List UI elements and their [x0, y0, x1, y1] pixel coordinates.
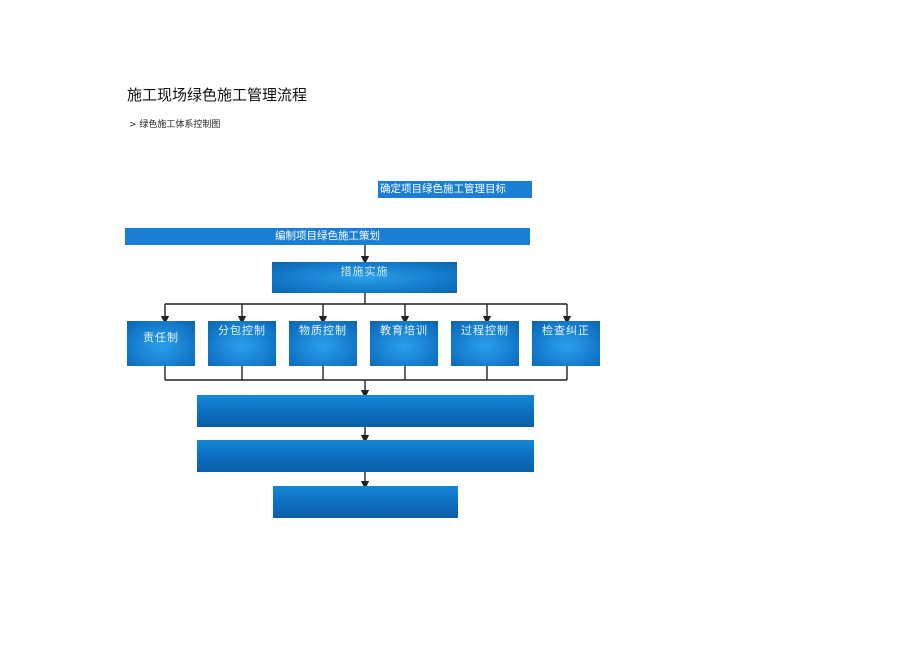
measure-box-3: 物质控制	[289, 321, 357, 366]
flow-step-box-2	[197, 440, 534, 472]
page-title: 施工现场绿色施工管理流程	[127, 86, 308, 104]
flow-step-box-3	[273, 486, 458, 518]
measure-box-6: 检查纠正	[532, 321, 600, 366]
measure-label-3: 物质控制	[299, 324, 347, 337]
measure-label-6: 检查纠正	[542, 324, 590, 337]
implement-label: 措施实施	[340, 265, 389, 278]
measure-label-5: 过程控制	[461, 324, 509, 337]
goal-box: 确定项目绿色施工管理目标	[378, 181, 532, 198]
plan-label: 编制项目绿色施工策划	[275, 230, 380, 242]
implement-box: 措施实施	[272, 262, 457, 293]
measure-box-4: 教育培训	[370, 321, 438, 366]
measure-label-2: 分包控制	[218, 324, 266, 337]
measure-box-1: 责任制	[127, 321, 195, 366]
diagram-subtitle: > 绿色施工体系控制图	[129, 120, 221, 130]
measure-label-4: 教育培训	[380, 324, 428, 337]
flow-step-box-1	[197, 395, 534, 427]
measure-label-1: 责任制	[143, 331, 179, 344]
measure-box-2: 分包控制	[208, 321, 276, 366]
measure-box-5: 过程控制	[451, 321, 519, 366]
goal-label: 确定项目绿色施工管理目标	[380, 183, 506, 195]
plan-box: 编制项目绿色施工策划	[125, 228, 530, 245]
